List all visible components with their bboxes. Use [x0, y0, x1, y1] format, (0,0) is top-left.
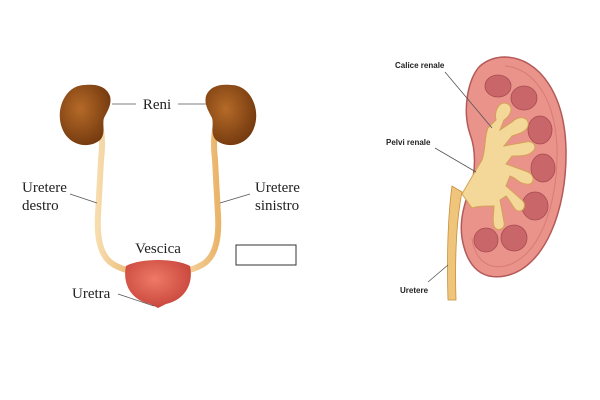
right-kidney	[59, 84, 111, 146]
kidneys-label: Reni	[143, 97, 171, 113]
pelvis-label: Pelvi renale	[386, 138, 431, 147]
urethra-leader	[117, 293, 155, 307]
left-ureter	[175, 115, 222, 275]
urinary-system: Reni Uretere destro Uretere sinistro Ves…	[22, 84, 300, 308]
empty-label-box[interactable]	[235, 244, 297, 266]
pelvis-leader	[434, 147, 477, 173]
renal-pelvis	[461, 102, 536, 230]
right-ureter-label-2: destro	[22, 198, 59, 214]
ureter-leader	[427, 264, 449, 283]
right-ureter	[94, 115, 141, 275]
right-ureter-label-1: Uretere	[22, 180, 67, 196]
left-kidney	[205, 84, 257, 146]
urethra-label: Uretra	[72, 286, 111, 302]
right-ureter-leader	[69, 193, 98, 204]
left-ureter-label-1: Uretere	[255, 180, 300, 196]
section-ureter	[447, 185, 463, 301]
left-ureter-label-2: sinistro	[255, 198, 299, 214]
calyx-leader	[444, 71, 493, 129]
kidney-cortex-line	[471, 65, 558, 268]
calyx-label: Calice renale	[395, 61, 445, 70]
renal-pyramids	[473, 74, 556, 253]
bladder	[125, 260, 191, 308]
bladder-label: Vescica	[135, 241, 181, 257]
left-ureter-leader	[219, 193, 251, 204]
section-ureter-label: Uretere	[400, 286, 429, 295]
kidney-section: Calice renale Pelvi renale Uretere	[386, 56, 567, 301]
